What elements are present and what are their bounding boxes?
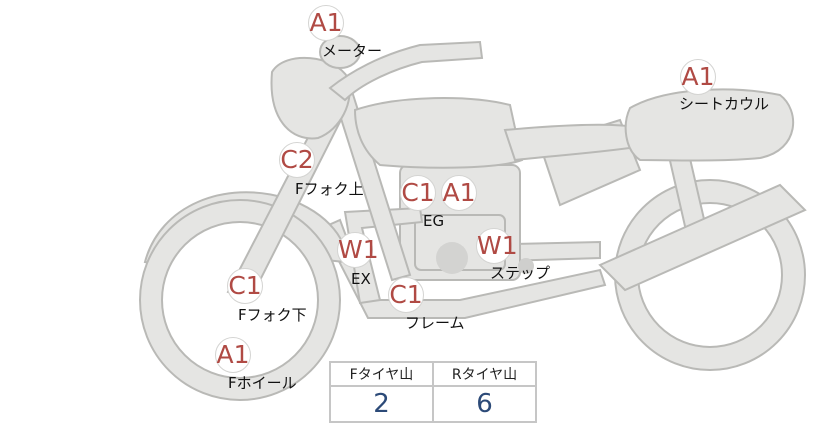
swing-arm [598,183,807,292]
engine-label: EG [423,212,445,230]
front-fork-upper-grade-badge: C2 [279,142,315,178]
fuel-tank [353,97,524,169]
front-tire-header: Fタイヤ山 [329,361,434,387]
front-fork-upper-label: Fフォク上 [295,180,364,198]
front-fork-lower-label: Fフォク下 [238,306,307,324]
meter-label: メーター [322,42,383,60]
frame-grade-badge: C1 [388,277,424,313]
meter-grade-badge: A1 [308,5,344,41]
exhaust-label: EX [351,270,371,288]
frame-label: フレーム [405,314,465,332]
tire-table-value-row: 2 6 [329,385,537,423]
handlebar [328,40,484,102]
seat-cowl-grade-badge: A1 [680,59,716,95]
front-tire-value: 2 [329,385,434,423]
exhaust-grade-badge: W1 [337,232,379,268]
tire-tread-table: Fタイヤ山 Rタイヤ山 2 6 [329,361,537,423]
engine-grade-badge-1: C1 [400,175,436,211]
tire-table-header-row: Fタイヤ山 Rタイヤ山 [329,361,537,387]
front-wheel-label: Fホイール [228,374,297,392]
front-fork-lower-grade-badge: C1 [227,268,263,304]
step-grade-badge: W1 [476,228,518,264]
rear-tire-header: Rタイヤ山 [432,361,537,387]
headlight [270,56,351,140]
engine-grade-badge-2: A1 [441,175,477,211]
seat-cowl-label: シートカウル [679,95,770,113]
step-label: ステップ [490,264,551,282]
rear-tire-value: 6 [432,385,537,423]
front-wheel-grade-badge: A1 [215,337,251,373]
